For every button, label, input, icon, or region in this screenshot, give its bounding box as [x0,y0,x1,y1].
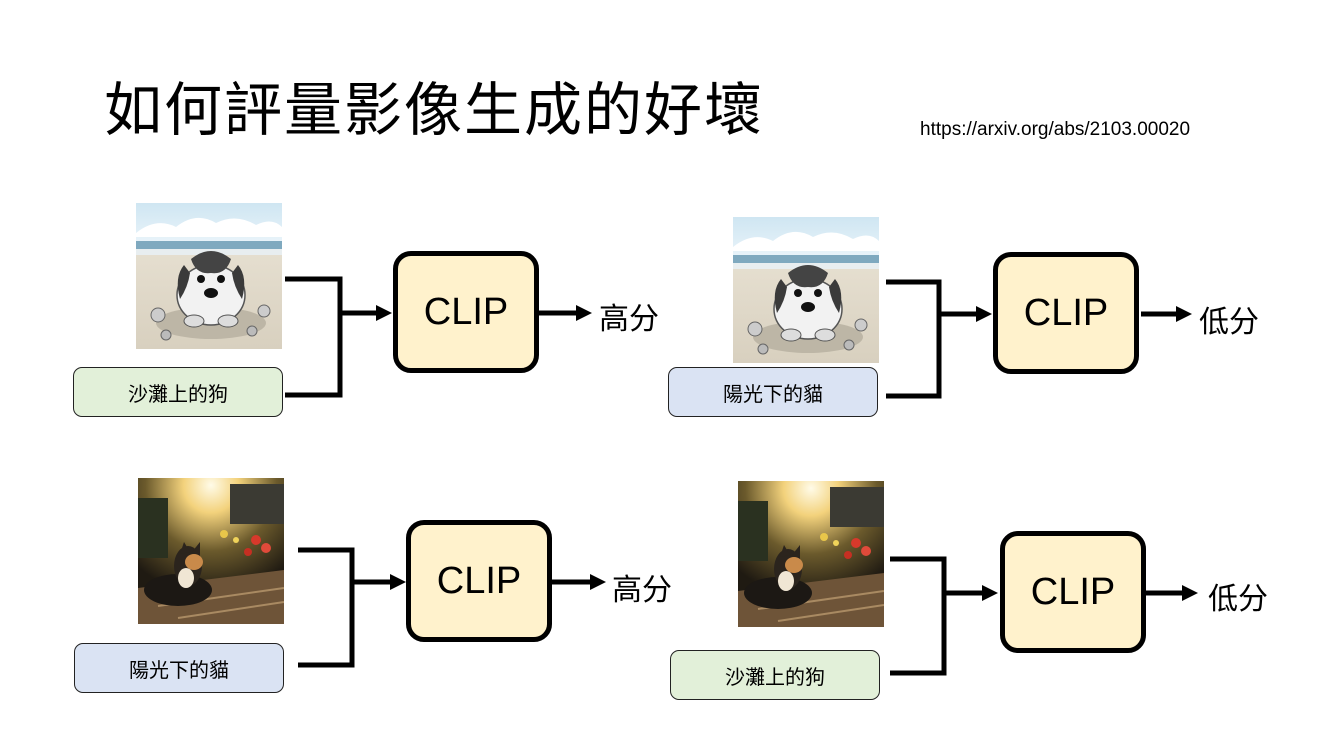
score-label: 低分 [1199,305,1259,340]
connector-lines [886,279,1192,399]
example-cat-image-dog-text: 沙灘上的狗 CLIP 低分 [660,475,1280,715]
example-cat-image-cat-text: 陽光下的貓 CLIP 高分 [60,470,680,710]
connector-lines [890,556,1198,676]
score-label: 低分 [1208,582,1268,617]
example-dog-image-cat-text: 陽光下的貓 CLIP 低分 [656,210,1276,450]
clip-model-box: CLIP [1000,531,1146,653]
clip-model-box: CLIP [993,252,1139,374]
text-prompt: 陽光下的貓 [668,367,878,417]
text-prompt: 陽光下的貓 [74,643,284,693]
clip-model-box: CLIP [406,520,552,642]
clip-model-box: CLIP [393,251,539,373]
connector-lines [298,547,606,668]
connector-lines [285,276,592,398]
slide-title: 如何評量影像生成的好壞 [104,76,765,144]
text-prompt: 沙灘上的狗 [670,650,880,700]
reference-url[interactable]: https://arxiv.org/abs/2103.00020 [920,119,1191,140]
score-label: 高分 [599,302,659,337]
example-dog-image-dog-text: 沙灘上的狗 CLIP 高分 [60,195,680,435]
text-prompt: 沙灘上的狗 [73,367,283,417]
score-label: 高分 [612,573,672,608]
